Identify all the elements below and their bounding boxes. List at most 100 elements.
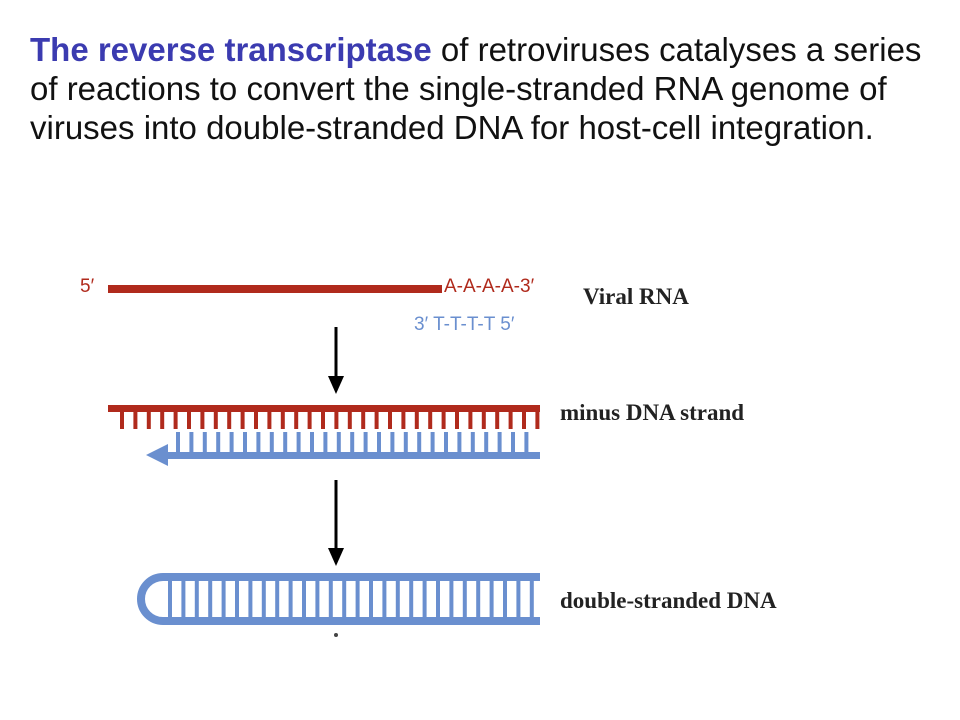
dna-base-tooth (296, 432, 301, 452)
dna-base-tooth (256, 432, 261, 452)
dna-base-tooth (484, 432, 489, 452)
label-minus-dna-strand: minus DNA strand (560, 400, 744, 425)
ds-base-pair (382, 581, 387, 617)
dna-base-tooth (403, 432, 408, 452)
ds-base-pair (328, 581, 333, 617)
rna-base-tooth (200, 412, 205, 429)
primer-poly-t: 3′ T-T-T-T 5′ (414, 314, 515, 335)
ds-base-pair (235, 581, 239, 617)
ds-base-pair (422, 581, 427, 617)
ds-base-pair (261, 581, 266, 617)
reverse-transcription-diagram: 5′ A-A-A-A-3′ 3′ T-T-T-T 5′ Viral RNA mi… (58, 252, 880, 660)
ds-base-pair (342, 581, 347, 617)
rna-base-tooth (307, 412, 312, 429)
ds-base-pair (516, 581, 521, 617)
dna-base-tooth (430, 432, 435, 452)
rna-base-tooth (280, 412, 285, 429)
rna-base-tooth (401, 412, 406, 429)
dna-base-tooth (444, 432, 448, 452)
rna-base-tooth (187, 412, 191, 429)
dna-base-tooth (350, 432, 355, 452)
dna-base-tooth (511, 432, 515, 452)
viral-rna-strand (108, 285, 442, 293)
ds-base-pair (315, 581, 320, 617)
dna-base-tooth (390, 432, 395, 452)
rna-base-tooth (254, 412, 258, 429)
rna-base-tooth (120, 412, 124, 429)
ds-base-pair (529, 581, 534, 617)
ds-base-pair (168, 581, 172, 617)
rna-base-tooth (173, 412, 178, 429)
ds-base-pair (275, 581, 280, 617)
dna-base-tooth (377, 432, 381, 452)
rna-base-tooth (388, 412, 392, 429)
ds-base-pair (208, 581, 213, 617)
dna-base-tooth (417, 432, 422, 452)
dna-base-tooth (524, 432, 529, 452)
rna-base-tooth (240, 412, 245, 429)
rna-base-tooth (522, 412, 526, 429)
rna-base-tooth (535, 412, 540, 429)
rna-template-with-teeth (108, 405, 540, 429)
rna-base-tooth (441, 412, 446, 429)
down-arrow-2 (328, 480, 344, 566)
ds-base-pair (436, 581, 440, 617)
rna-5prime-label: 5′ (80, 276, 95, 297)
dna-base-tooth (189, 432, 194, 452)
ds-base-pair (194, 581, 199, 617)
dna-base-tooth (216, 432, 221, 452)
rna-base-tooth (481, 412, 486, 429)
double-stranded-dna (137, 573, 540, 625)
ds-base-pair (302, 581, 306, 617)
dna-base-tooth (363, 432, 368, 452)
rna-base-tooth (133, 412, 138, 429)
dna-base-tooth (229, 432, 234, 452)
rna-base-tooth (361, 412, 366, 429)
dna-base-tooth (336, 432, 341, 452)
rna-base-tooth (294, 412, 299, 429)
dna-base-tooth (176, 432, 180, 452)
rna-base-tooth (508, 412, 513, 429)
ds-base-pair (462, 581, 467, 617)
rna-base-tooth (146, 412, 151, 429)
ds-base-pair (503, 581, 507, 617)
dna-base-tooth (243, 432, 247, 452)
down-arrow-1 (328, 327, 344, 394)
rna-base-tooth (160, 412, 165, 429)
ds-base-pair (221, 581, 226, 617)
ds-base-pair (288, 581, 293, 617)
ds-base-pair (409, 581, 414, 617)
caption-rest: of retroviruses catalyses a series of re… (30, 31, 922, 146)
label-viral-rna: Viral RNA (583, 284, 689, 309)
dna-base-tooth (497, 432, 502, 452)
dna-base-tooth (269, 432, 274, 452)
rna-poly-a-tail: A-A-A-A-3′ (444, 276, 535, 297)
caption-lead: The reverse transcriptase (30, 31, 432, 68)
ds-base-pair (395, 581, 400, 617)
rna-base-tooth (321, 412, 325, 429)
label-double-stranded-dna: double-stranded DNA (560, 588, 777, 613)
rna-base-tooth (374, 412, 379, 429)
rna-base-tooth (495, 412, 500, 429)
minus-dna-strand (146, 432, 540, 466)
rna-base-tooth (455, 412, 459, 429)
rna-base-tooth (334, 412, 339, 429)
dna-base-tooth (457, 432, 462, 452)
ds-base-pair (449, 581, 454, 617)
dna-base-tooth (470, 432, 475, 452)
ds-base-pair (489, 581, 494, 617)
stray-dot (334, 633, 338, 637)
dna-base-tooth (283, 432, 288, 452)
rna-base-tooth (347, 412, 352, 429)
ds-base-pair (181, 581, 186, 617)
ds-base-pair (248, 581, 253, 617)
rna-base-tooth (414, 412, 419, 429)
ds-base-pair (355, 581, 360, 617)
rna-base-tooth (227, 412, 232, 429)
rna-base-tooth (468, 412, 473, 429)
dna-base-tooth (323, 432, 328, 452)
ds-base-pair (476, 581, 481, 617)
dna-base-tooth (310, 432, 314, 452)
rna-base-tooth (213, 412, 218, 429)
ds-base-pair (369, 581, 373, 617)
